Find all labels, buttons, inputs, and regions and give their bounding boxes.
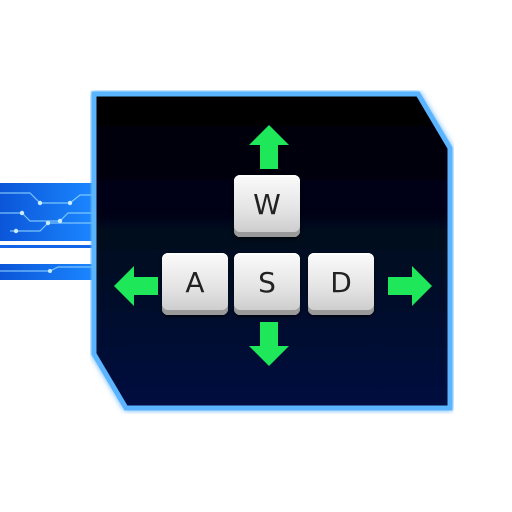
controls-panel — [90, 90, 454, 414]
arrow-down-icon — [249, 322, 289, 366]
arrow-left-icon — [114, 266, 158, 306]
arrow-up-icon — [249, 125, 289, 169]
arrow-right-icon — [388, 266, 432, 306]
key-d[interactable]: D — [308, 253, 374, 315]
circuit-strip — [0, 183, 92, 280]
key-w[interactable]: W — [234, 175, 300, 237]
key-a[interactable]: A — [162, 253, 228, 315]
key-s[interactable]: S — [234, 253, 300, 315]
